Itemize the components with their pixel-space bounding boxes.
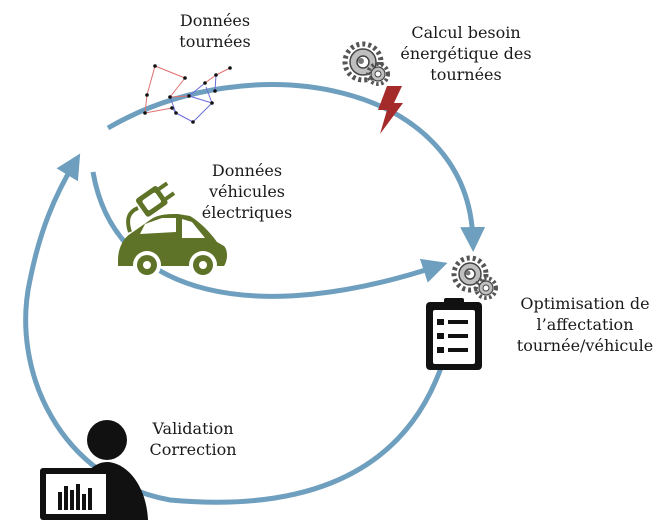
- label-tours-data: Données tournées: [160, 10, 270, 52]
- label-line: Données: [211, 161, 283, 180]
- label-line: Validation: [152, 419, 234, 438]
- label-line: Données: [179, 11, 251, 30]
- label-line: l’affectation: [536, 315, 634, 334]
- label-line: tournées: [179, 32, 251, 51]
- clipboard-icon: [426, 298, 482, 370]
- gears-icon-optimisation: [451, 255, 498, 300]
- label-energy-calc: Calcul besoin énergétique des tournées: [386, 22, 546, 85]
- label-line: énergétique des: [400, 44, 532, 63]
- label-line: tournées: [430, 65, 502, 84]
- label-line: Calcul besoin: [411, 23, 521, 42]
- route-graph-icon: [143, 64, 232, 124]
- gears-icon: [342, 41, 390, 86]
- user-computer-icon: [40, 420, 148, 520]
- ev-car-plug-icon: [118, 181, 227, 279]
- label-validation: Validation Correction: [138, 418, 248, 460]
- label-optimisation: Optimisation de l’affectation tournée/vé…: [505, 293, 665, 356]
- label-line: tournée/véhicule: [516, 336, 654, 355]
- label-line: Optimisation de: [520, 294, 650, 313]
- lightning-icon: [378, 86, 403, 134]
- arrow-ev-arc: [90, 171, 448, 299]
- label-ev-data: Données véhicules électriques: [192, 160, 302, 223]
- label-line: Correction: [149, 440, 237, 459]
- arrow-feedback-loop: [23, 153, 446, 505]
- label-line: véhicules: [209, 182, 285, 201]
- label-line: électriques: [201, 203, 293, 222]
